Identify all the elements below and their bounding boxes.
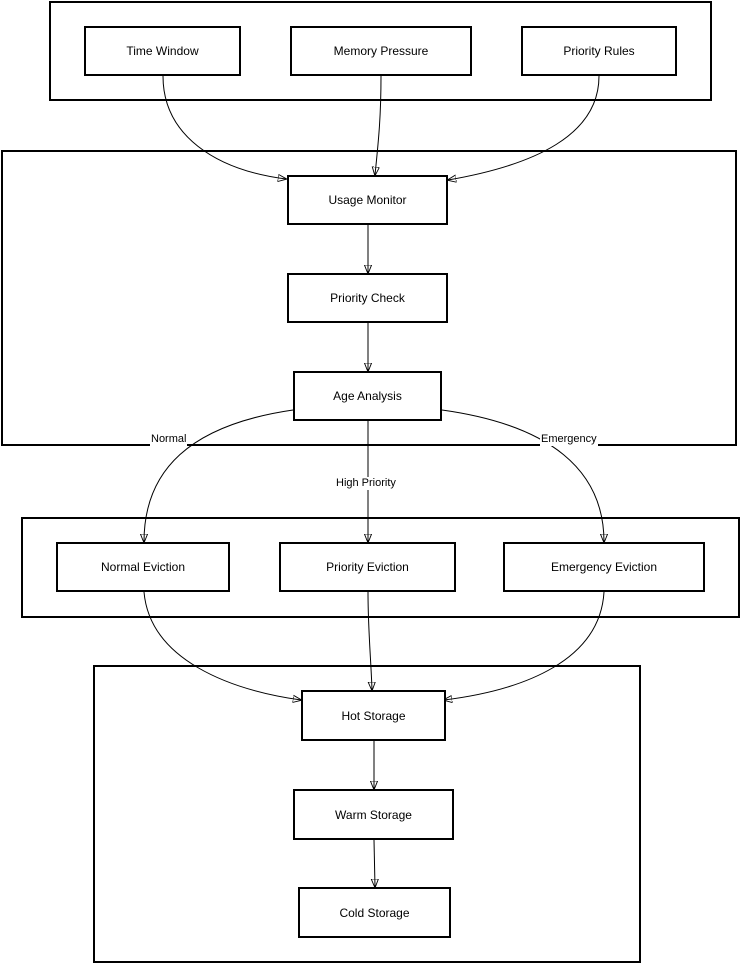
node-priority-eviction: Priority Eviction xyxy=(279,542,456,592)
node-normal-eviction: Normal Eviction xyxy=(56,542,230,592)
node-warm-storage: Warm Storage xyxy=(293,789,454,840)
node-priority-rules: Priority Rules xyxy=(521,26,677,76)
node-usage-monitor: Usage Monitor xyxy=(287,175,448,225)
node-priority-check: Priority Check xyxy=(287,273,448,323)
node-cold-storage: Cold Storage xyxy=(298,887,451,938)
edge-label-high-priority: High Priority xyxy=(335,477,397,490)
edge-label-emergency: Emergency xyxy=(540,433,598,446)
node-memory-pressure: Memory Pressure xyxy=(290,26,472,76)
node-age-analysis: Age Analysis xyxy=(293,371,442,421)
node-hot-storage: Hot Storage xyxy=(301,690,446,741)
node-time-window: Time Window xyxy=(84,26,241,76)
edge-label-normal: Normal xyxy=(150,433,188,446)
node-emergency-eviction: Emergency Eviction xyxy=(503,542,705,592)
